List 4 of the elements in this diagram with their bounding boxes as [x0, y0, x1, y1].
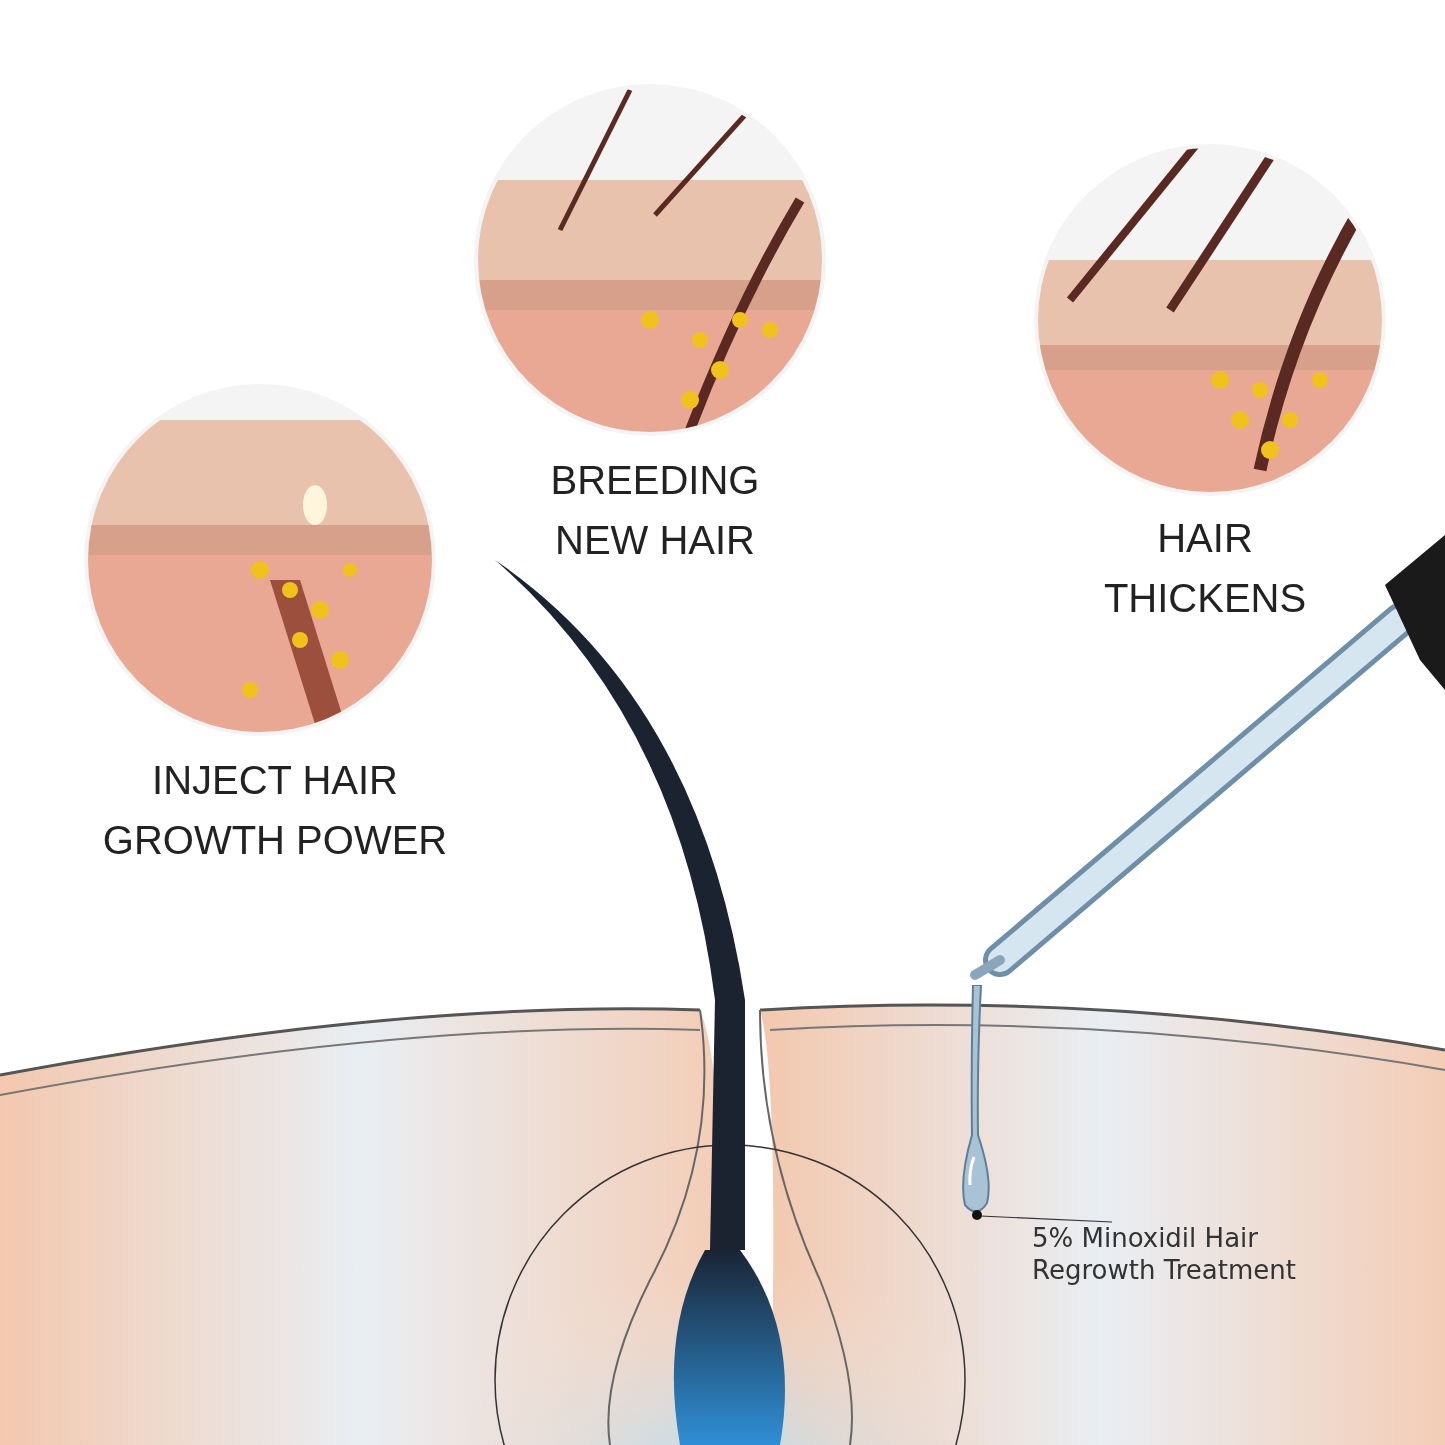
- caption-text: HAIR THICKENS: [1102, 515, 1308, 622]
- caption-text: BREEDING NEW HAIR: [549, 457, 761, 564]
- caption-text: INJECT HAIR GROWTH POWER: [101, 757, 449, 864]
- callout-text: 5% Minoxidil Hair Regrowth Treatment: [1032, 1222, 1382, 1290]
